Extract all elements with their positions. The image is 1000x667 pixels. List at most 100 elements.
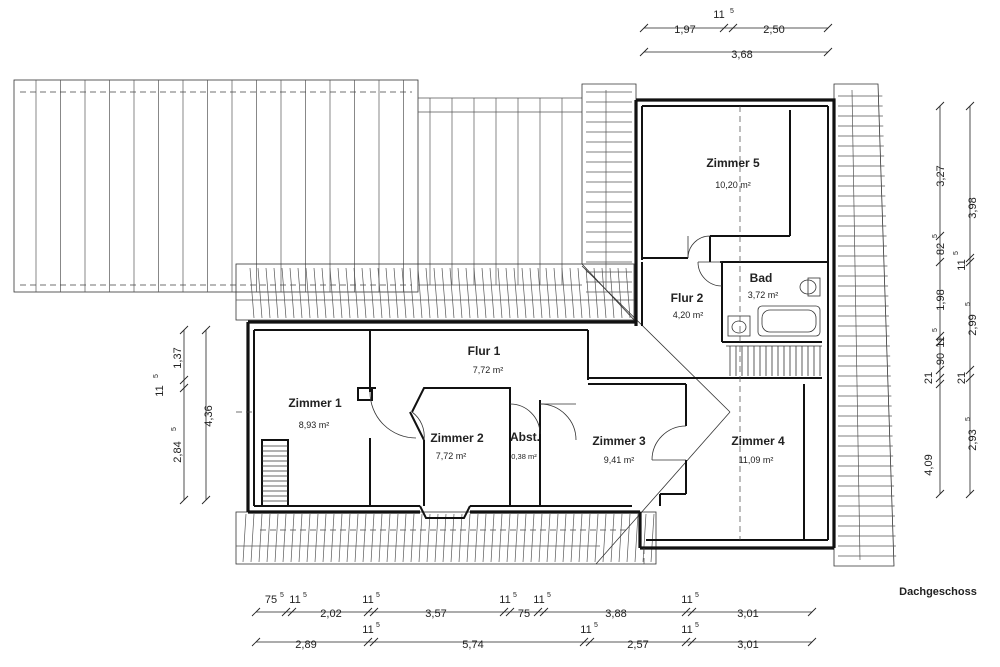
tile-line	[489, 267, 495, 319]
tile-line	[537, 267, 543, 319]
dim-tick	[728, 23, 738, 33]
tile-line	[618, 513, 623, 563]
tile-line	[434, 513, 439, 563]
dim-tick	[201, 325, 211, 335]
dim-label: 1,98	[935, 289, 947, 310]
tile-line	[650, 513, 655, 563]
room-area: 8,93 m²	[299, 420, 330, 430]
dim-label: 2,50	[763, 24, 784, 36]
dim-sup: 5	[303, 592, 307, 599]
dim-tick	[965, 253, 975, 263]
dim-tick	[935, 337, 945, 347]
tile-line	[250, 513, 255, 563]
room-name: Flur 2	[671, 291, 704, 305]
dim-label: 3,57	[425, 608, 446, 620]
tile-line	[851, 89, 861, 561]
tile-line	[562, 513, 567, 563]
tile-line	[506, 513, 511, 563]
tile-line	[577, 267, 583, 319]
tile-line	[345, 267, 351, 319]
tile-line	[553, 267, 559, 319]
tile-line	[609, 267, 615, 319]
tile-line	[457, 267, 463, 319]
room-name: Zimmer 5	[706, 156, 760, 170]
tile-line	[369, 267, 375, 319]
dim-label: 11	[681, 624, 692, 636]
room-area: 11,09 m²	[739, 455, 774, 465]
room-name: Zimmer 3	[592, 434, 646, 448]
tile-line	[490, 513, 495, 563]
tile-line	[305, 267, 311, 319]
tile-line	[482, 513, 487, 563]
room-zimmer-3: Zimmer 3 9,41 m²	[592, 434, 646, 465]
tile-line	[433, 267, 439, 319]
dim-tick	[935, 365, 945, 375]
tile-line	[530, 513, 535, 563]
dim-sup: 5	[695, 592, 699, 599]
tile-line	[274, 513, 279, 563]
tile-line	[361, 267, 367, 319]
tile-line	[473, 267, 479, 319]
dim-label: 21	[956, 372, 968, 384]
dim-sup: 5	[280, 592, 284, 599]
tile-line	[385, 267, 391, 319]
dim-label: 11	[681, 594, 692, 606]
tile-line	[578, 513, 583, 563]
dim-tick	[965, 373, 975, 383]
dim-label: 11	[289, 594, 300, 606]
tile-line	[418, 513, 423, 563]
room-name: Zimmer 4	[731, 434, 785, 448]
tile-line	[634, 513, 639, 563]
dim-tick	[251, 637, 261, 647]
tile-line	[298, 513, 303, 563]
dim-sup: 5	[547, 592, 551, 599]
dim-label: 3,01	[737, 608, 758, 620]
dim-tick	[807, 637, 817, 647]
dimensions-top: 1,97 11 5 2,50 3,68	[639, 8, 833, 61]
dim-tick	[681, 637, 691, 647]
dim-label: 4,36	[203, 405, 215, 426]
dim-tick	[585, 637, 595, 647]
tile-line	[481, 267, 487, 319]
dim-label: 1,37	[172, 347, 184, 368]
stair-left	[261, 439, 289, 507]
dim-tick	[639, 47, 649, 57]
dim-label: 11	[713, 9, 724, 21]
dim-tick	[965, 365, 975, 375]
tile-line	[514, 513, 519, 563]
dim-tick	[281, 607, 291, 617]
tile-line	[266, 513, 271, 563]
tile-line	[570, 513, 575, 563]
dim-label: 11	[154, 385, 166, 396]
room-abst: Abst. 0,38 m²	[510, 430, 540, 461]
tile-line	[426, 513, 431, 563]
tile-line	[329, 267, 335, 319]
tile-line	[282, 513, 287, 563]
tile-line	[313, 267, 319, 319]
plan-title: Dachgeschoss	[899, 586, 977, 598]
room-name: Zimmer 2	[430, 431, 484, 445]
tile-line	[498, 513, 503, 563]
tile-line	[409, 267, 415, 319]
tile-line	[561, 267, 567, 319]
tile-line	[505, 267, 511, 319]
dimensions-bottom: 75 5 11 5 2,02 11 5 3,57 11 5 75 11 5 3,…	[251, 592, 817, 651]
dim-tick	[687, 607, 697, 617]
tile-line	[602, 513, 607, 563]
hip-line	[581, 265, 731, 413]
tile-line	[625, 267, 631, 319]
dim-label: 2,89	[295, 639, 316, 651]
room-name: Zimmer 1	[288, 396, 342, 410]
dim-tick	[935, 489, 945, 499]
room-area: 4,20 m²	[673, 310, 704, 320]
tile-line	[402, 513, 407, 563]
tile-line	[297, 267, 303, 319]
dim-label: 11	[580, 624, 591, 636]
tile-line	[417, 267, 423, 319]
dim-tick	[935, 257, 945, 267]
hip-line	[595, 513, 641, 565]
dim-label: 82	[935, 243, 947, 255]
dim-tick	[965, 101, 975, 111]
tile-line	[522, 513, 527, 563]
